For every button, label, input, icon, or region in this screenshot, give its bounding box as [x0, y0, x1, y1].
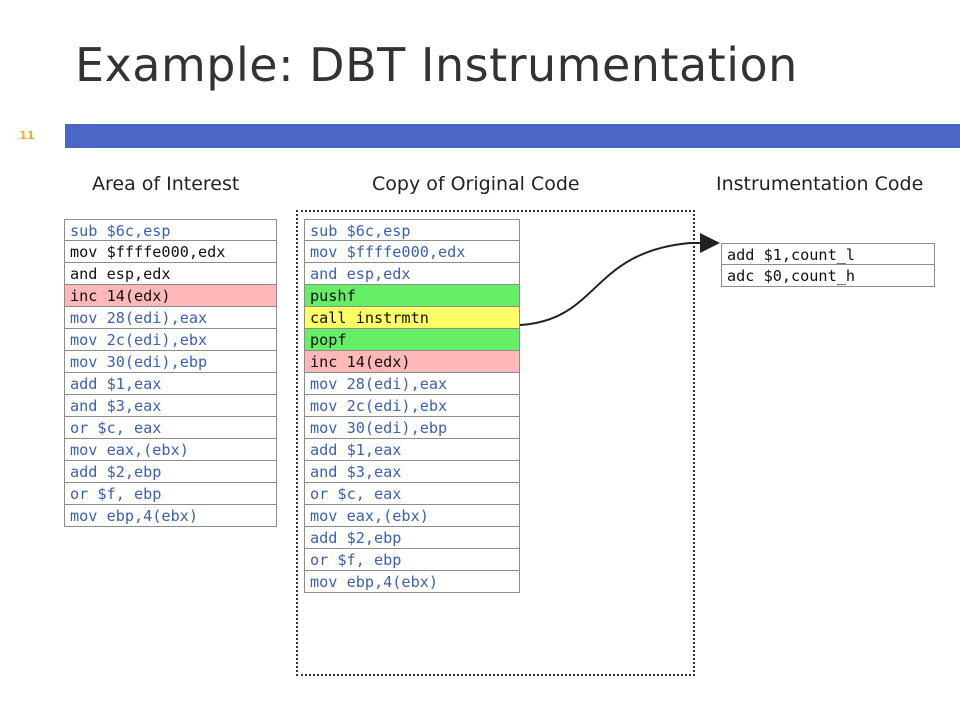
area-code-line: or $f, ebp [64, 483, 277, 505]
slide-number: 11 [19, 129, 35, 142]
area-code-line: mov eax,(ebx) [64, 439, 277, 461]
call-arrow-path [519, 233, 720, 326]
copy-code-line: mov 30(edi),ebp [304, 417, 520, 439]
title-accent-bar [65, 124, 960, 148]
copy-code-line: mov ebp,4(ebx) [304, 571, 520, 593]
slide-title: Example: DBT Instrumentation [75, 38, 798, 92]
area-code-line: add $2,ebp [64, 461, 277, 483]
copy-code-line: or $c, eax [304, 483, 520, 505]
area-code-line: mov 28(edi),eax [64, 307, 277, 329]
copy-code-line: popf [304, 329, 520, 351]
area-code-line: and esp,edx [64, 263, 277, 285]
area-code-line: mov 2c(edi),ebx [64, 329, 277, 351]
copy-code-line: sub $6c,esp [304, 219, 520, 241]
area-of-interest-heading: Area of Interest [92, 173, 240, 195]
copy-code-line: and esp,edx [304, 263, 520, 285]
copy-code-line: mov 2c(edi),ebx [304, 395, 520, 417]
area-code-line: and $3,eax [64, 395, 277, 417]
area-code-line: or $c, eax [64, 417, 277, 439]
copy-code-line: add $1,eax [304, 439, 520, 461]
area-code-line: mov ebp,4(ebx) [64, 505, 277, 527]
instr-code-line: add $1,count_l [721, 243, 935, 265]
instrumentation-heading: Instrumentation Code [716, 173, 924, 195]
area-code-line: mov $ffffe000,edx [64, 241, 277, 263]
area-code-line: sub $6c,esp [64, 219, 277, 241]
copy-code-line: call instrmtn [304, 307, 520, 329]
copy-of-original-heading: Copy of Original Code [372, 173, 580, 195]
copy-code-line: inc 14(edx) [304, 351, 520, 373]
copy-code-line: and $3,eax [304, 461, 520, 483]
copy-code-line: mov eax,(ebx) [304, 505, 520, 527]
copy-code-line: mov 28(edi),eax [304, 373, 520, 395]
copy-code-line: add $2,ebp [304, 527, 520, 549]
copy-code-line: pushf [304, 285, 520, 307]
area-code-line: add $1,eax [64, 373, 277, 395]
copied-code-region [296, 210, 695, 676]
slide-number-box: 11 [0, 118, 54, 154]
area-code-line: mov 30(edi),ebp [64, 351, 277, 373]
copy-code-line: mov $ffffe000,edx [304, 241, 520, 263]
copy-code-line: or $f, ebp [304, 549, 520, 571]
area-code-line: inc 14(edx) [64, 285, 277, 307]
instr-code-line: adc $0,count_h [721, 265, 935, 287]
